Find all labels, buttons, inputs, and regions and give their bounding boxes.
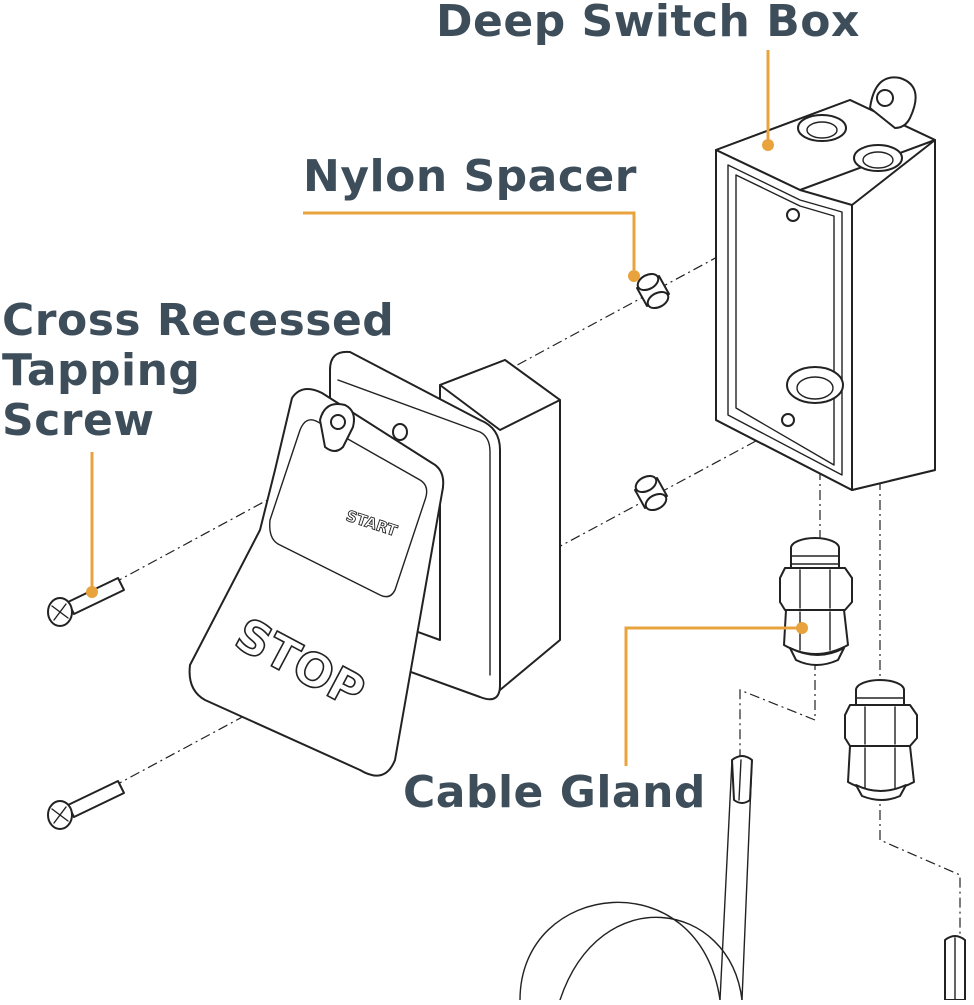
label-deep-switch-box: Deep Switch Box — [436, 0, 860, 47]
leader-cable-gland — [624, 626, 798, 766]
nylon-spacer-icon — [634, 272, 670, 512]
label-cross-line-2: Tapping — [2, 345, 201, 396]
leader-nylon-spacer — [303, 211, 636, 270]
axis-line-cable-2 — [879, 790, 961, 935]
deep-switch-box-icon — [715, 76, 936, 491]
cross-recessed-screw-icon — [47, 577, 125, 830]
label-cross-line-1: Cross Recessed — [2, 295, 395, 346]
label-cross-line-3: Screw — [2, 395, 155, 446]
label-cross-recessed-tapping-screw: Cross Recessed Tapping Screw — [2, 296, 394, 446]
leader-lines — [86, 50, 808, 766]
cable-icon — [519, 755, 966, 1001]
cable-gland-icon — [779, 537, 918, 801]
label-nylon-spacer: Nylon Spacer — [303, 151, 637, 202]
leader-dot-nylon-spacer — [628, 270, 640, 282]
start-stop-switch-icon — [188, 350, 561, 777]
leader-dot-cable-gland — [796, 622, 808, 634]
label-cable-gland: Cable Gland — [403, 767, 706, 818]
axis-line-cable-1 — [739, 689, 816, 760]
leader-dot-cross-screw — [86, 586, 98, 598]
leader-dot-deep-switch-box — [762, 139, 774, 151]
axis-line-lower — [59, 419, 796, 816]
